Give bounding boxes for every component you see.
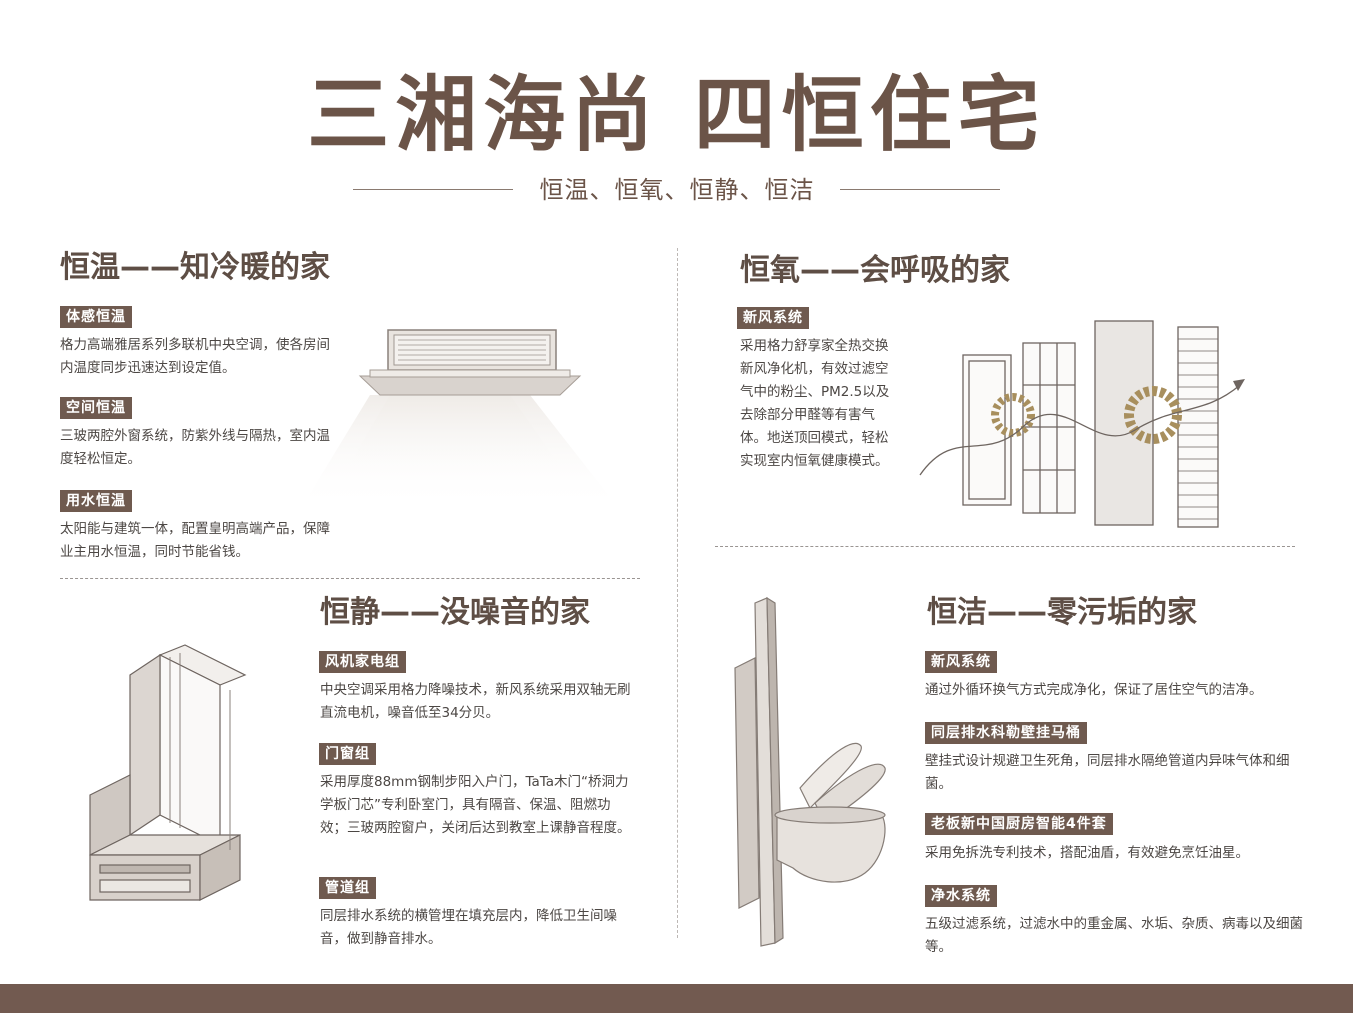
tag-fresh-air-clean: 新风系统	[925, 651, 997, 673]
air-conditioner-icon	[300, 329, 620, 510]
desc-fan-appliance: 中央空调采用格力降噪技术，新风系统采用双轴无刷直流电机，噪音低至34分贝。	[320, 682, 631, 721]
desc-water-temp: 太阳能与建筑一体，配置皇明高端产品，保障业主用水恒温，同时节能省钱。	[60, 521, 330, 560]
tag-pipe: 管道组	[319, 877, 376, 899]
page-subtitle: 恒温、恒氧、恒静、恒洁	[539, 176, 815, 204]
desc-fresh-air-clean: 通过外循环换气方式完成净化，保证了居住空气的洁净。	[925, 682, 1263, 698]
tag-water-purify: 净水系统	[925, 885, 997, 907]
section-title-oxygen: 恒氧——会呼吸的家	[740, 253, 1010, 288]
page-title: 三湘海尚 四恒住宅	[307, 68, 1046, 163]
tag-toilet: 同层排水科勒壁挂马桶	[925, 722, 1087, 744]
section-title-temp: 恒温——知冷暖的家	[60, 250, 330, 285]
subtitle-rule-left	[353, 189, 513, 190]
tag-kitchen: 老板新中国厨房智能4件套	[925, 813, 1113, 835]
desc-pipe: 同层排水系统的横管埋在填充层内，降低卫生间噪音，做到静音排水。	[320, 908, 617, 947]
tag-door-window: 门窗组	[319, 743, 376, 765]
footer-bar	[0, 984, 1353, 1013]
subtitle-rule-right	[840, 189, 1000, 190]
section-title-quiet: 恒静——没噪音的家	[320, 595, 590, 630]
toilet-icon	[734, 596, 886, 947]
desc-water-purify: 五级过滤系统，过滤水中的重金属、水垢、杂质、病毒以及细菌等。	[925, 916, 1303, 955]
tag-water-temp: 用水恒温	[60, 490, 132, 512]
desc-toilet: 壁挂式设计规避卫生死角，同层排水隔绝管道内异味气体和细菌。	[925, 753, 1290, 792]
window-frame-icon	[89, 644, 247, 901]
center-divider	[677, 248, 678, 938]
window-layers-icon	[919, 320, 1245, 528]
tag-fresh-air: 新风系统	[737, 307, 809, 329]
desc-space-temp: 三玻两腔外窗系统，防紫外线与隔热，室内温度轻松恒定。	[60, 428, 330, 467]
desc-door-window: 采用厚度88mm钢制步阳入户门，TaTa木门“桥洞力学板门芯”专利卧室门，具有隔…	[320, 774, 631, 836]
tag-body-temp: 体感恒温	[60, 306, 132, 328]
section-title-clean: 恒洁——零污垢的家	[927, 595, 1197, 630]
right-divider	[715, 546, 1295, 547]
desc-body-temp: 格力高端雅居系列多联机中央空调，使各房间内温度同步迅速达到设定值。	[60, 337, 330, 376]
desc-fresh-air: 采用格力舒享家全热交换新风净化机，有效过滤空气中的粉尘、PM2.5以及去除部分甲…	[740, 338, 890, 469]
desc-kitchen: 采用免拆洗专利技术，搭配油盾，有效避免烹饪油星。	[925, 845, 1249, 861]
left-divider	[60, 578, 640, 579]
tag-fan-appliance: 风机家电组	[319, 651, 406, 673]
tag-space-temp: 空间恒温	[60, 397, 132, 419]
